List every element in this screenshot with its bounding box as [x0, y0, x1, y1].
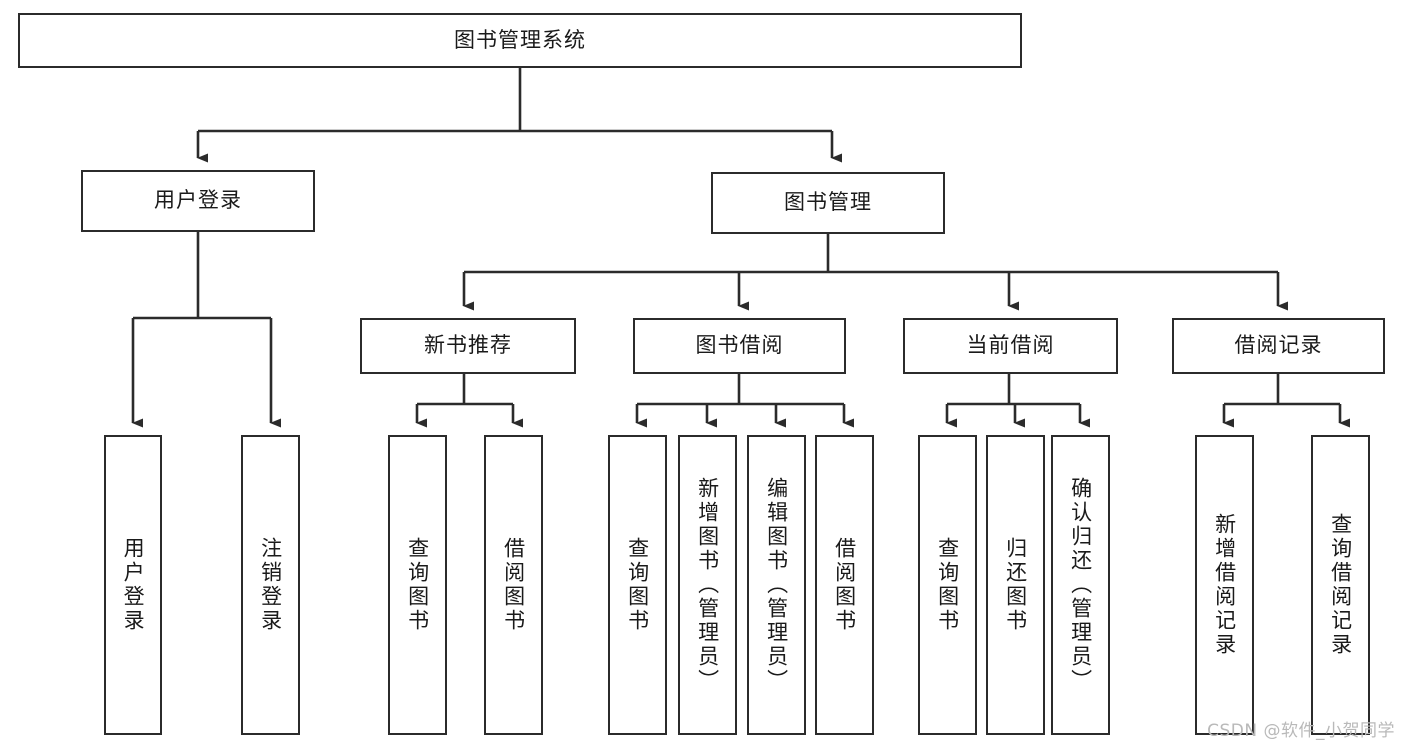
leaf-user-login-login[interactable]: 用户登录 — [104, 435, 162, 735]
node-label: 注销登录 — [258, 537, 283, 633]
node-book-borrow[interactable]: 图书借阅 — [633, 318, 846, 374]
node-label: 新增借阅记录 — [1212, 513, 1237, 657]
leaf-current-confirm-return-admin[interactable]: 确认归还（管理员） — [1051, 435, 1110, 735]
node-label: 查询借阅记录 — [1328, 513, 1353, 657]
node-current-borrow[interactable]: 当前借阅 — [903, 318, 1118, 374]
leaf-record-add-record[interactable]: 新增借阅记录 — [1195, 435, 1254, 735]
node-label: 图书管理系统 — [454, 27, 586, 52]
node-label: 用户登录 — [121, 537, 146, 633]
node-label: 确认归还（管理员） — [1068, 477, 1093, 693]
leaf-current-query-book[interactable]: 查询图书 — [918, 435, 977, 735]
leaf-record-query-record[interactable]: 查询借阅记录 — [1311, 435, 1370, 735]
node-label: 新书推荐 — [424, 333, 512, 358]
node-label: 归还图书 — [1003, 537, 1028, 633]
node-label: 编辑图书（管理员） — [764, 477, 789, 693]
node-label: 查询图书 — [625, 537, 650, 633]
node-book-management[interactable]: 图书管理 — [711, 172, 945, 234]
node-root-book-management-system[interactable]: 图书管理系统 — [18, 13, 1022, 68]
node-label: 查询图书 — [405, 537, 430, 633]
leaf-new-book-query-book[interactable]: 查询图书 — [388, 435, 447, 735]
node-label: 图书管理 — [784, 190, 872, 215]
node-label: 借阅图书 — [501, 537, 526, 633]
node-label: 新增图书（管理员） — [695, 477, 720, 693]
leaf-borrow-query-book[interactable]: 查询图书 — [608, 435, 667, 735]
node-label: 查询图书 — [935, 537, 960, 633]
leaf-current-return-book[interactable]: 归还图书 — [986, 435, 1045, 735]
leaf-new-book-borrow-book[interactable]: 借阅图书 — [484, 435, 543, 735]
node-label: 借阅记录 — [1234, 333, 1323, 358]
node-user-login[interactable]: 用户登录 — [81, 170, 315, 232]
leaf-borrow-add-book-admin[interactable]: 新增图书（管理员） — [678, 435, 737, 735]
node-label: 用户登录 — [154, 188, 242, 213]
leaf-borrow-edit-book-admin[interactable]: 编辑图书（管理员） — [747, 435, 806, 735]
node-label: 当前借阅 — [966, 333, 1055, 358]
node-new-book-recommend[interactable]: 新书推荐 — [360, 318, 576, 374]
leaf-borrow-borrow-book[interactable]: 借阅图书 — [815, 435, 874, 735]
leaf-user-login-logout[interactable]: 注销登录 — [241, 435, 300, 735]
node-borrow-record[interactable]: 借阅记录 — [1172, 318, 1385, 374]
node-label: 借阅图书 — [832, 537, 857, 633]
watermark: CSDN @软件_小贺同学 — [1207, 721, 1395, 741]
node-label: 图书借阅 — [695, 333, 784, 358]
